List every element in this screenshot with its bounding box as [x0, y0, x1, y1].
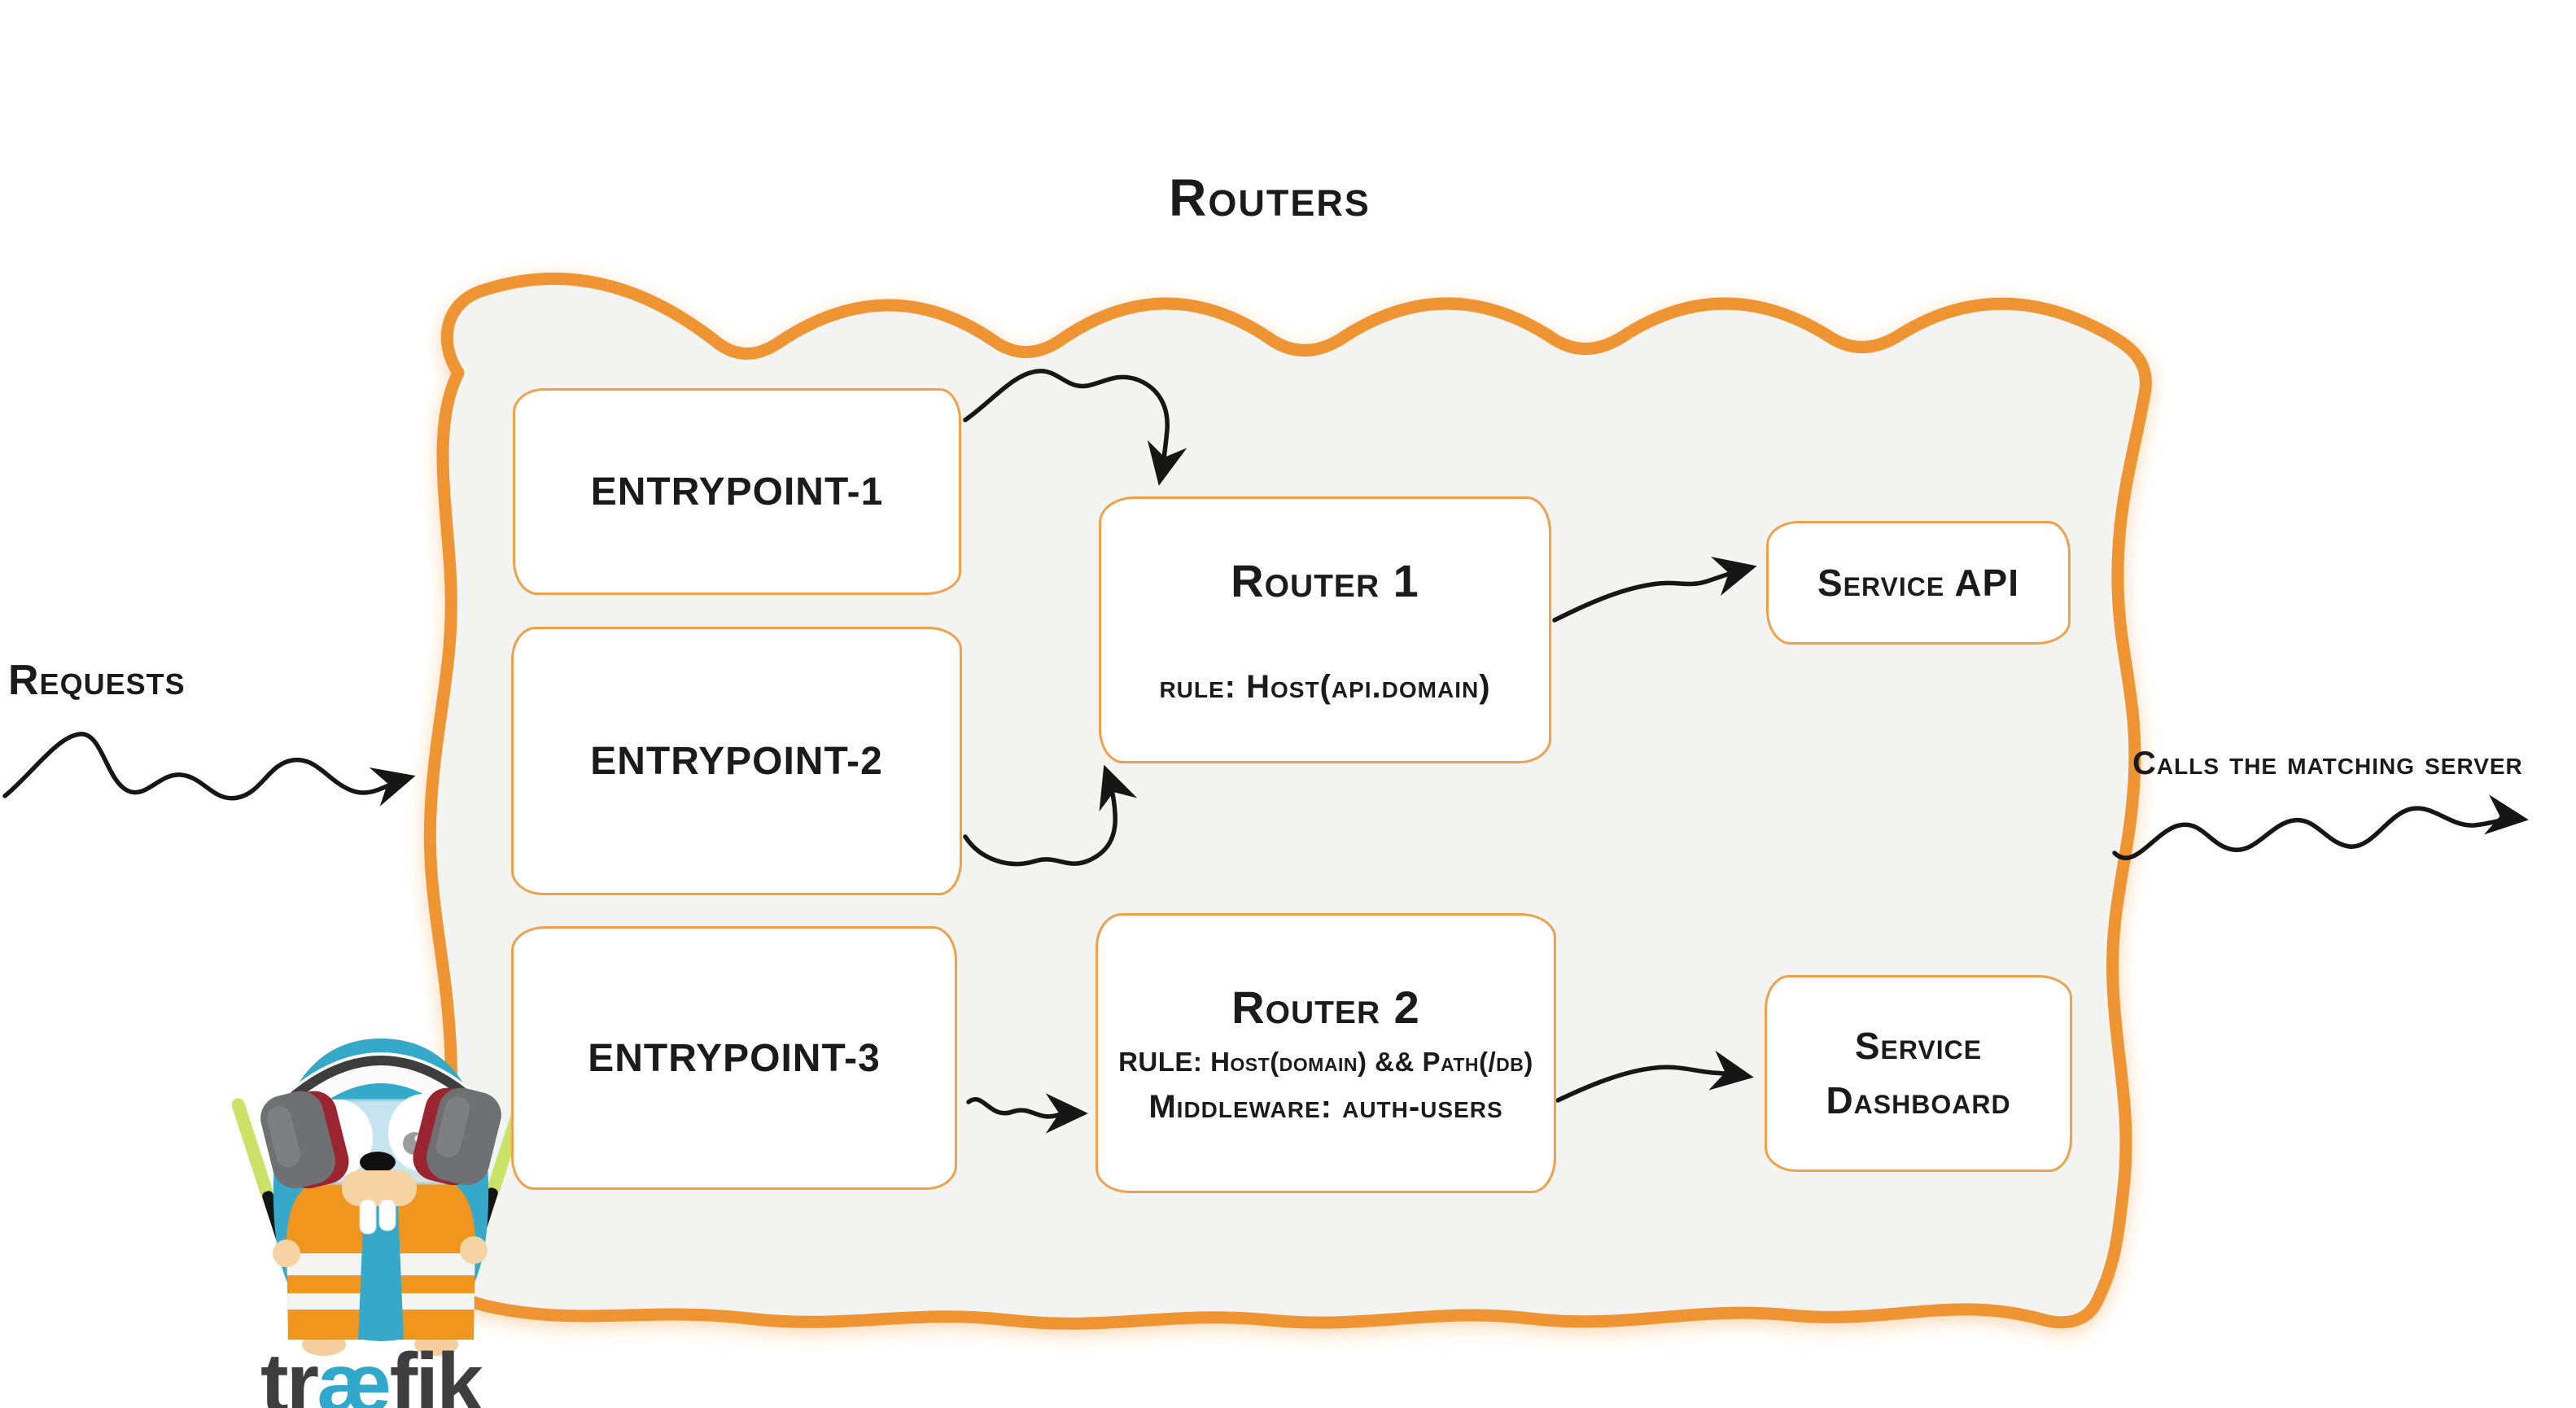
wordmark-start: tr: [260, 1336, 319, 1408]
gopher-hand-right: [460, 1236, 488, 1264]
arrow-router2-to-service-dashboard: [1555, 1050, 1754, 1103]
diagram-title: Routers: [1169, 168, 1371, 227]
router-1-title: Router 1: [1231, 555, 1419, 606]
requests-arrow: [2, 732, 416, 807]
headphone-cup-right: [413, 1087, 501, 1186]
arrow-entrypoint1-to-router1: [963, 369, 1187, 486]
gopher-nose: [360, 1152, 396, 1173]
gopher-tooth-right: [378, 1199, 396, 1231]
entrypoint-1-label: ENTRYPOINT-1: [590, 470, 884, 514]
entrypoint-3-node: ENTRYPOINT-3: [511, 926, 957, 1190]
wordmark-end: fik: [389, 1336, 483, 1408]
entrypoint-3-label: ENTRYPOINT-3: [588, 1036, 881, 1080]
entrypoint-2-node: ENTRYPOINT-2: [511, 627, 962, 895]
router-2-middleware: Middleware: auth-users: [1148, 1089, 1503, 1125]
traefik-wordmark: træfik: [260, 1341, 483, 1408]
service-api-node: Service API: [1766, 521, 2071, 645]
gopher-hand-left: [273, 1240, 300, 1267]
headphone-cup-left: [260, 1091, 349, 1189]
service-dashboard-label-line2: Dashboard: [1826, 1079, 2011, 1122]
gopher-tooth-left: [359, 1199, 377, 1235]
arrow-router1-to-service-api: [1552, 556, 1757, 623]
calls-matching-server-label: Calls the matching server: [2132, 746, 2523, 781]
wordmark-ae: æ: [317, 1336, 392, 1408]
service-dashboard-label-line1: Service: [1854, 1025, 1983, 1068]
service-api-label: Service API: [1817, 561, 2019, 604]
entrypoint-1-node: ENTRYPOINT-1: [513, 388, 961, 595]
router-2-node: Router 2 RULE: Host(domain) && Path(/db)…: [1096, 913, 1556, 1193]
router-1-node: Router 1 rule: Host(api.domain): [1099, 496, 1551, 763]
entrypoint-2-label: ENTRYPOINT-2: [590, 739, 883, 783]
arrow-entrypoint2-to-router1: [963, 764, 1138, 867]
service-dashboard-node: Service Dashboard: [1765, 975, 2072, 1172]
arrow-entrypoint3-to-router2: [966, 1093, 1088, 1134]
router-2-rule: RULE: Host(domain) && Path(/db): [1118, 1047, 1533, 1077]
traefik-gopher-mascot: [231, 1039, 529, 1356]
router-2-title: Router 2: [1231, 982, 1420, 1033]
requests-label: Requests: [8, 657, 186, 704]
router-1-rule: rule: Host(api.domain): [1159, 669, 1491, 705]
calls-out-arrow: [2112, 794, 2529, 860]
headphones-band-icon: [275, 1056, 487, 1113]
gopher-muzzle: [342, 1170, 417, 1206]
